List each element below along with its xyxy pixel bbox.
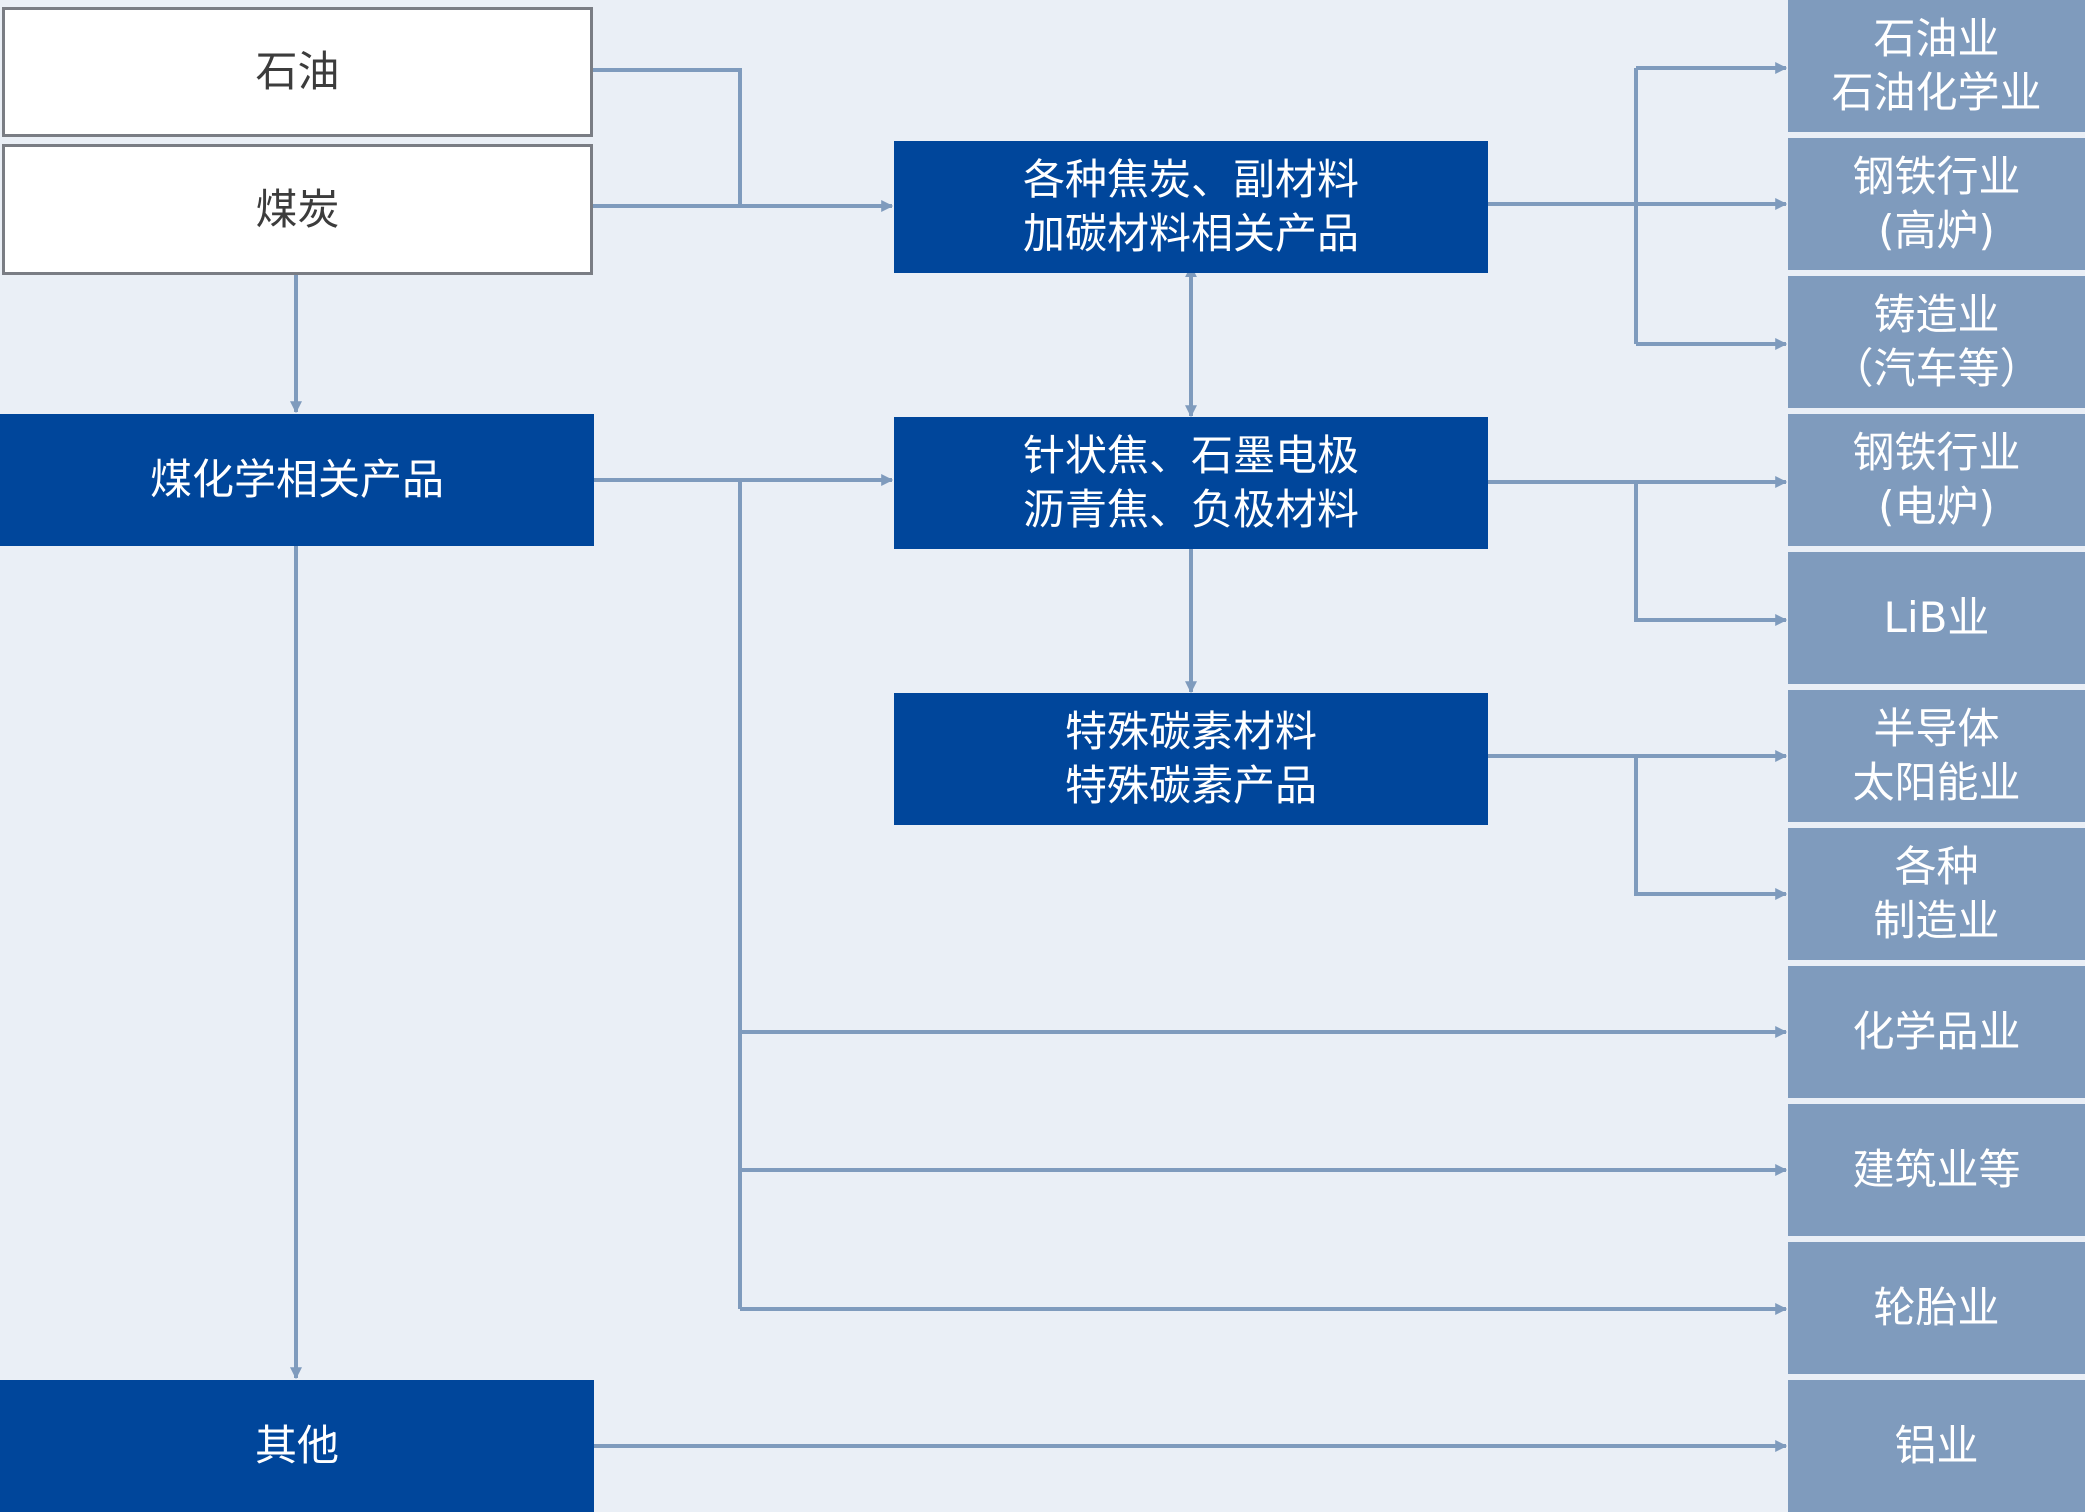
industry-steel-blast-furnace: 钢铁行业 (高炉)	[1788, 138, 2085, 270]
coal-box: 煤炭	[2, 144, 593, 275]
needle-coke-box: 针状焦、石墨电极 沥青焦、负极材料	[894, 417, 1488, 549]
industry-manufacturing: 各种 制造业	[1788, 828, 2085, 960]
needle-to-lib-arrow	[1634, 482, 1788, 626]
industry-foundry: 铸造业 （汽车等）	[1788, 276, 2085, 408]
industry-semiconductor-solar: 半导体 太阳能业	[1788, 690, 2085, 822]
coke-products-box: 各种焦炭、副材料 加碳材料相关产品	[894, 141, 1488, 273]
special-carbon-box: 特殊碳素材料 特殊碳素产品	[894, 693, 1488, 825]
oil-box: 石油	[2, 7, 593, 137]
coal-chemical-products-box: 煤化学相关产品	[0, 414, 594, 546]
industry-tire: 轮胎业	[1788, 1242, 2085, 1374]
oil-connector	[593, 68, 742, 206]
special-to-mfg-arrow	[1634, 756, 1788, 900]
industry-lib: LiB业	[1788, 552, 2085, 684]
industry-aluminum: 铝业	[1788, 1380, 2085, 1512]
industry-steel-electric-furnace: 钢铁行业 (电炉)	[1788, 414, 2085, 546]
industry-construction: 建筑业等	[1788, 1104, 2085, 1236]
industry-petroleum: 石油业 石油化学业	[1788, 0, 2085, 132]
industry-chemicals: 化学品业	[1788, 966, 2085, 1098]
other-products-box: 其他	[0, 1380, 594, 1512]
